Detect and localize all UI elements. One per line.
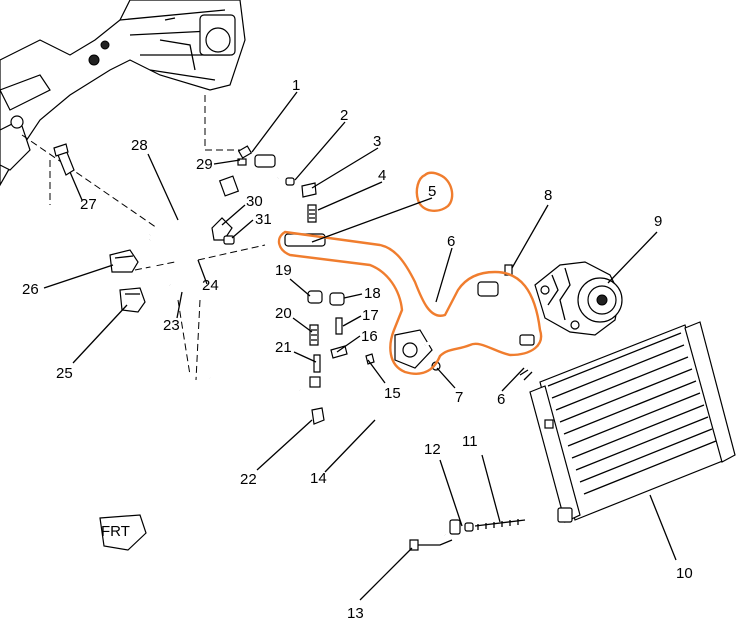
callout-7: 7	[455, 389, 463, 406]
sensors-switches	[307, 290, 375, 373]
callout-20: 20	[275, 305, 292, 322]
callout-6-lower: 6	[497, 391, 505, 408]
callout-3: 3	[373, 133, 381, 150]
callout-19: 19	[275, 262, 292, 279]
callout-9: 9	[654, 213, 662, 230]
highlight-callout-5	[415, 171, 454, 212]
callout-26: 26	[22, 281, 39, 298]
front-label: FRT	[101, 523, 130, 540]
callout-leaders	[43, 91, 677, 601]
callout-2: 2	[340, 107, 348, 124]
callout-1: 1	[292, 77, 300, 94]
callout-27: 27	[80, 196, 97, 213]
callout-16: 16	[361, 328, 378, 345]
callout-5: 5	[428, 183, 436, 200]
callout-22: 22	[240, 471, 257, 488]
callout-28: 28	[131, 137, 148, 154]
callout-14: 14	[310, 470, 327, 487]
callout-21: 21	[275, 339, 292, 356]
condenser	[519, 321, 736, 523]
ac-compressor	[504, 261, 623, 336]
upper-line-assembly	[143, 154, 280, 287]
callout-25: 25	[56, 365, 73, 382]
callout-labels: 1 2 3 4 5 6 7 8 9 10 11 12 13 14 15 16 1…	[22, 77, 693, 622]
callout-17: 17	[362, 307, 379, 324]
highlight-marks	[277, 171, 543, 375]
clips	[53, 143, 235, 313]
callout-24: 24	[202, 277, 219, 294]
callout-4: 4	[378, 167, 386, 184]
fittings-upper	[237, 145, 317, 223]
callout-10: 10	[676, 565, 693, 582]
callout-18: 18	[364, 285, 381, 302]
callout-11: 11	[462, 433, 478, 450]
callout-31: 31	[255, 211, 272, 228]
lower-liquid-line	[209, 376, 526, 551]
callout-29: 29	[196, 156, 213, 173]
callout-13: 13	[347, 605, 364, 622]
reference-lines	[21, 95, 266, 381]
callout-23: 23	[163, 317, 180, 334]
callout-15: 15	[384, 385, 401, 402]
callout-30: 30	[246, 193, 263, 210]
vehicle-body-structure	[0, 0, 246, 187]
callout-12: 12	[424, 441, 441, 458]
suction-hose-assembly	[284, 233, 535, 371]
front-direction-arrow: FRT	[99, 514, 147, 551]
callout-8: 8	[544, 187, 552, 204]
highlight-suction-hose	[277, 230, 543, 375]
callout-6: 6	[447, 233, 455, 250]
